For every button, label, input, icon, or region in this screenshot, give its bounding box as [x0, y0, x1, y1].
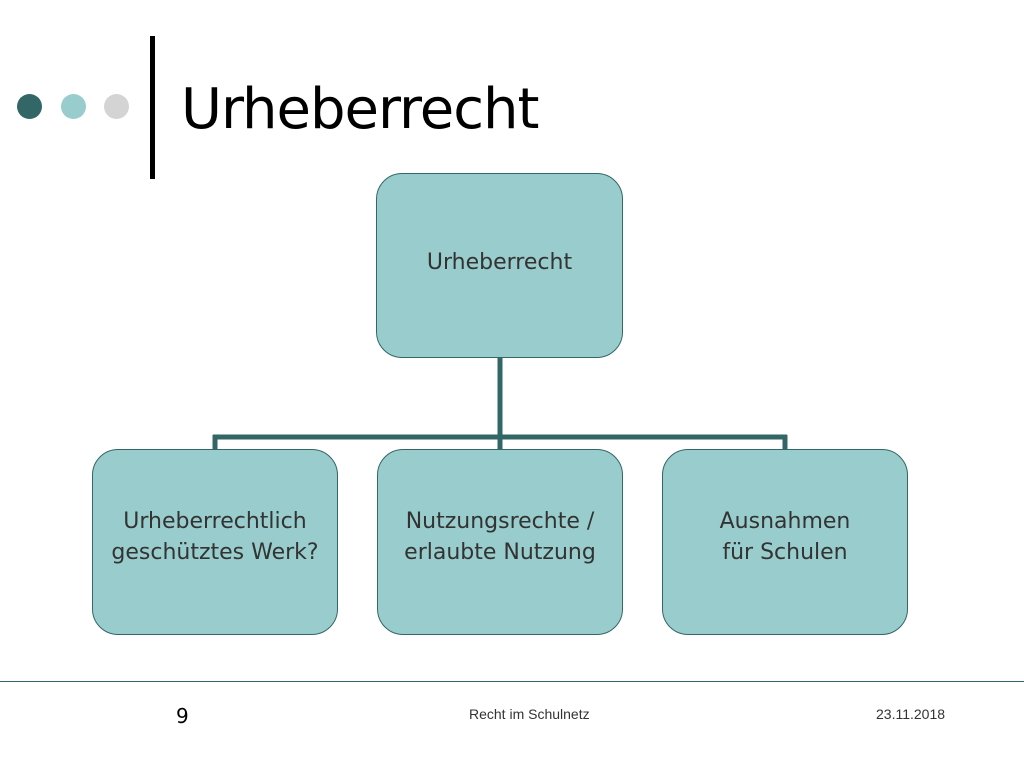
diagram-node-school-exceptions[interactable]: Ausnahmen für Schulen: [662, 449, 908, 635]
title-bullet-gray: [104, 94, 129, 119]
footer-date: 23.11.2018: [876, 706, 946, 722]
diagram-node-protected-work[interactable]: Urheberrechtlich geschütztes Werk?: [92, 449, 338, 635]
title-bullet-dark: [17, 94, 42, 119]
diagram-node-label: Urheberrechtlich geschütztes Werk?: [111, 509, 319, 565]
diagram-node-usage-rights[interactable]: Nutzungsrechte / erlaubte Nutzung: [377, 449, 623, 635]
footer-divider: [0, 681, 1024, 682]
diagram-node-label: Ausnahmen für Schulen: [719, 509, 851, 565]
diagram-node-root-label: Urheberrecht: [426, 250, 573, 275]
diagram-node-label: Nutzungsrechte / erlaubte Nutzung: [404, 509, 596, 565]
footer-text: Recht im Schulnetz: [469, 706, 590, 722]
page-number: 9: [176, 704, 189, 728]
slide-title: Urheberrecht: [181, 77, 539, 142]
diagram-node-root[interactable]: Urheberrecht: [376, 173, 623, 358]
title-divider: [150, 36, 155, 179]
title-bullet-teal: [61, 94, 86, 119]
